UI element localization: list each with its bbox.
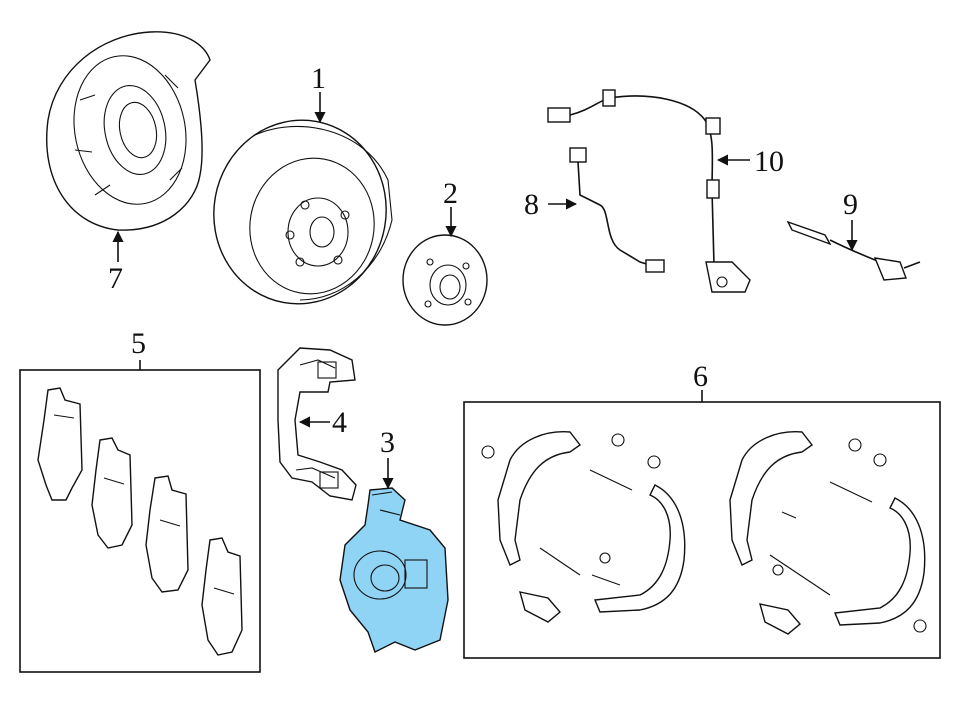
caliper-bracket-part[interactable] bbox=[277, 347, 357, 501]
parking-brake-kit-box[interactable] bbox=[463, 401, 941, 659]
brake-caliper-part[interactable] bbox=[339, 487, 449, 653]
sensor-cable-part[interactable] bbox=[569, 147, 665, 273]
callout-4: 4 bbox=[332, 406, 347, 439]
brake-pad-kit-box[interactable] bbox=[19, 369, 261, 673]
brake-rotor-part[interactable] bbox=[199, 106, 400, 317]
callout-7: 7 bbox=[108, 262, 123, 295]
callout-5: 5 bbox=[131, 327, 146, 360]
abs-sensor-harness-part[interactable] bbox=[547, 89, 751, 293]
callout-2: 2 bbox=[443, 177, 458, 210]
callout-9: 9 bbox=[843, 188, 858, 221]
callout-10: 10 bbox=[754, 145, 784, 178]
callout-6: 6 bbox=[693, 360, 708, 393]
callout-8: 8 bbox=[524, 188, 539, 221]
pad-wear-sensor-part[interactable] bbox=[786, 220, 921, 281]
brake-pads-part[interactable] bbox=[37, 387, 243, 656]
wheel-hub-part[interactable] bbox=[402, 234, 488, 326]
callout-3: 3 bbox=[380, 426, 395, 459]
parking-brake-shoes-right[interactable] bbox=[729, 431, 927, 635]
dust-shield-part[interactable] bbox=[46, 31, 211, 231]
callout-1: 1 bbox=[311, 62, 326, 95]
parking-brake-shoes-left[interactable] bbox=[481, 431, 686, 623]
